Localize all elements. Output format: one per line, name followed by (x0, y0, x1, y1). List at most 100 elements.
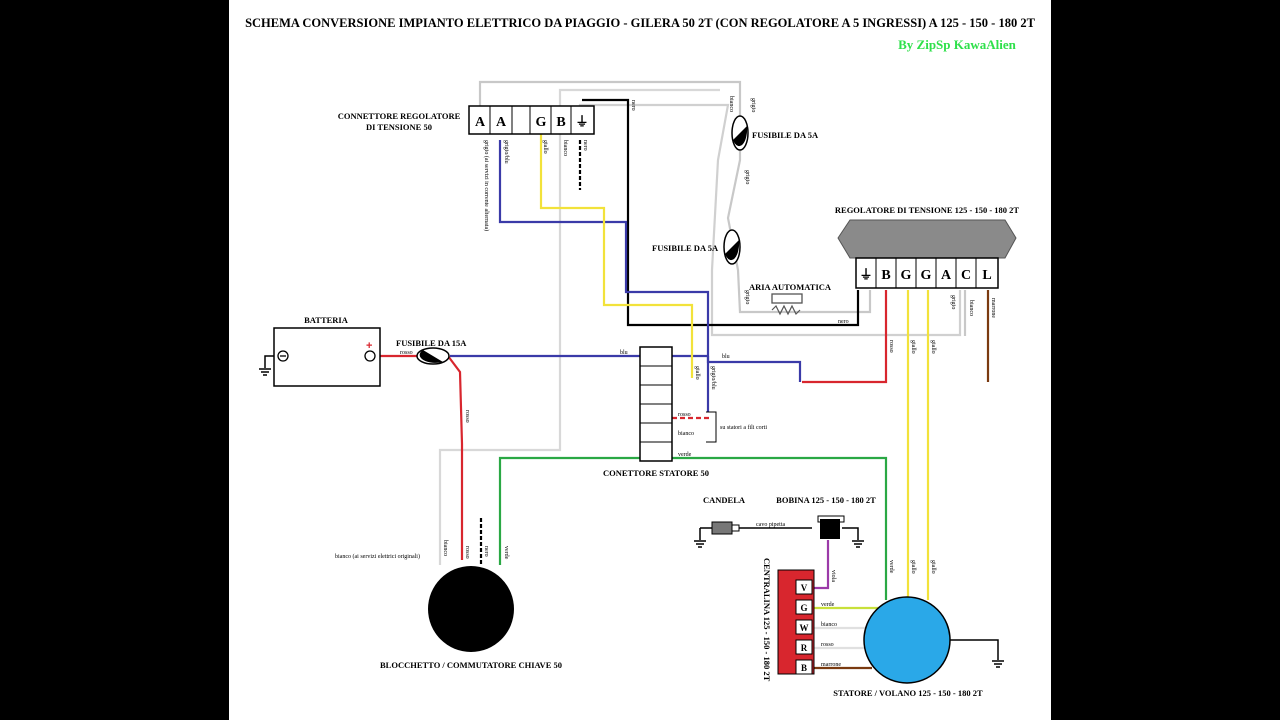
label-giallo-reg1: giallo (910, 340, 916, 354)
wire-rosso-reg (802, 290, 888, 384)
reg50-pin-1: A (475, 115, 486, 130)
label-rosso-stat: rosso (678, 412, 691, 418)
wire-ground-statore (948, 639, 999, 660)
label-nero-key: nero (483, 546, 489, 557)
label-rosso-key2: rosso (464, 546, 470, 559)
label-giallo-conn: giallo (694, 366, 700, 380)
blocchetto-chiave: BLOCCHETTO / COMMUTATORE CHIAVE 50 (380, 566, 562, 670)
connettore-statore-label: CONETTORE STATORE 50 (603, 468, 709, 478)
label-bianco-top: bianco (728, 96, 734, 112)
wire-rosso-key (447, 355, 464, 560)
label-giallo-reg50: giallo (542, 140, 548, 154)
author-credit: By ZipSp KawaAlien (898, 37, 1017, 52)
label-marrone-reg: marrone (990, 298, 996, 318)
fuse-5a-mid-label: FUSIBILE DA 5A (652, 243, 719, 253)
regnew-pin-6: C (961, 268, 971, 283)
diagram-title: SCHEMA CONVERSIONE IMPIANTO ELETTRICO DA… (245, 16, 1035, 30)
wire-bianco-main (438, 88, 720, 565)
centralina-label: CENTRALINA 125 - 150 - 180 2T (762, 558, 772, 682)
statori-note: su statori a fili corti (720, 424, 767, 431)
label-blu-1: blu (620, 350, 628, 356)
statore-volano: STATORE / VOLANO 125 - 150 - 180 2T (833, 596, 983, 698)
wire-grigio-fuse (726, 110, 872, 314)
cavo-pipetta-label: cavo pipetta (756, 522, 785, 528)
label-verde-stat2: verde (678, 452, 692, 458)
regnew-pin-4: G (921, 268, 932, 283)
label-grigio-reg: grigio (950, 295, 956, 309)
bobina-label: BOBINA 125 - 150 - 180 2T (776, 495, 876, 505)
label-bianco-stat: bianco (678, 431, 694, 437)
candela-bobina: CANDELA BOBINA 125 - 150 - 180 2T cavo p… (703, 495, 876, 539)
reg50-pin-3: G (536, 115, 547, 130)
reg50-pin-4: B (556, 115, 565, 130)
label-giallo-reg2: giallo (930, 340, 936, 354)
label-giallo-stat1: giallo (910, 560, 916, 574)
label-verde-key: verde (503, 546, 509, 560)
label-grigio-top: grigio (750, 98, 756, 112)
regolatore-125-150-180: REGOLATORE DI TENSIONE 125 - 150 - 180 2… (835, 205, 1020, 289)
label-bianco-reg: bianco (968, 300, 974, 316)
reg50-pin-2: A (496, 115, 507, 130)
cent-pin-5: B (801, 663, 807, 673)
label-bianco-key: bianco (442, 540, 448, 556)
fuse-15a-label: FUSIBILE DA 15A (396, 338, 467, 348)
label-grigio-blu-conn: grigio/blu (710, 366, 716, 390)
connettore-statore-50: CONETTORE STATORE 50 su statori a fili c… (603, 346, 767, 478)
label-blu-2: blu (722, 354, 730, 360)
label-rosso-cent: rosso (821, 642, 834, 648)
label-verde-stat: verde (888, 560, 894, 574)
regnew-pin-5: A (941, 268, 952, 283)
wire-candela (699, 527, 812, 540)
label-bianco-servizi: bianco (ai servizi elettrici originali) (335, 553, 420, 560)
regnew-pin-1: ⏚ (859, 267, 872, 282)
label-bianco-reg50: bianco (562, 140, 568, 156)
fuse-5a-mid: FUSIBILE DA 5A (652, 229, 741, 265)
wire-nero-main (582, 98, 860, 327)
reg50-label-1: CONNETTORE REGOLATORE (338, 111, 461, 121)
batteria-label: BATTERIA (304, 315, 349, 325)
batteria: BATTERIA + (273, 315, 381, 387)
cent-pin-4: R (801, 643, 808, 653)
svg-text:+: + (366, 340, 372, 352)
ground-symbols (259, 368, 1004, 668)
reg50-pin-5: ⏚ (575, 114, 588, 129)
cent-pin-2: G (800, 603, 807, 613)
statore-label: STATORE / VOLANO 125 - 150 - 180 2T (833, 688, 983, 698)
wire-bobina-ground (842, 527, 859, 540)
label-grigio-low: grigio (744, 290, 750, 304)
fuse-5a-top-label: FUSIBILE DA 5A (752, 130, 819, 140)
diagram-sheet: SCHEMA CONVERSIONE IMPIANTO ELETTRICO DA… (229, 0, 1051, 720)
regnew-pin-7: L (982, 268, 991, 283)
fuse-5a-top: FUSIBILE DA 5A (731, 115, 819, 151)
blocchetto-label: BLOCCHETTO / COMMUTATORE CHIAVE 50 (380, 660, 562, 670)
label-nero-reg50: nero (582, 140, 588, 151)
wire-verde (498, 456, 888, 600)
wire-blu-a (498, 140, 802, 382)
label-grigio-servizi: grigio (ai servizi in corrente alternata… (483, 140, 490, 231)
wire-viola (813, 540, 830, 590)
regolatore-new-label: REGOLATORE DI TENSIONE 125 - 150 - 180 2… (835, 205, 1020, 215)
wire-giallo-a (539, 132, 694, 378)
label-marrone-cent: marrone (821, 662, 841, 668)
label-rosso-key: rosso (464, 410, 470, 423)
reg50-label-2: DI TENSIONE 50 (366, 122, 432, 132)
wires (264, 80, 999, 670)
connettore-regolatore-50: A A G B ⏚ CONNETTORE REGOLATORE DI TENSI… (338, 105, 595, 135)
label-nero-bottom: nero (838, 319, 849, 325)
label-verde-cent: verde (821, 602, 835, 608)
label-giallo-stat2: giallo (930, 560, 936, 574)
label-grigio-mid: grigio (744, 170, 750, 184)
regnew-pin-2: B (881, 268, 890, 283)
regnew-pin-3: G (901, 268, 912, 283)
label-nero-top: nero (630, 100, 636, 111)
aria-automatica: ARIA AUTOMATICA (749, 282, 832, 316)
label-bianco-cent: bianco (821, 622, 837, 628)
label-viola: viola (830, 570, 836, 582)
label-rosso-reg: rosso (888, 340, 894, 353)
aria-label: ARIA AUTOMATICA (749, 282, 832, 292)
fuse-15a: FUSIBILE DA 15A (396, 338, 467, 365)
label-grigio-blu: grigio/blu (503, 140, 509, 164)
wire-grigio-top (478, 80, 742, 110)
cent-pin-1: V (801, 583, 808, 593)
cent-pin-3: W (800, 623, 809, 633)
